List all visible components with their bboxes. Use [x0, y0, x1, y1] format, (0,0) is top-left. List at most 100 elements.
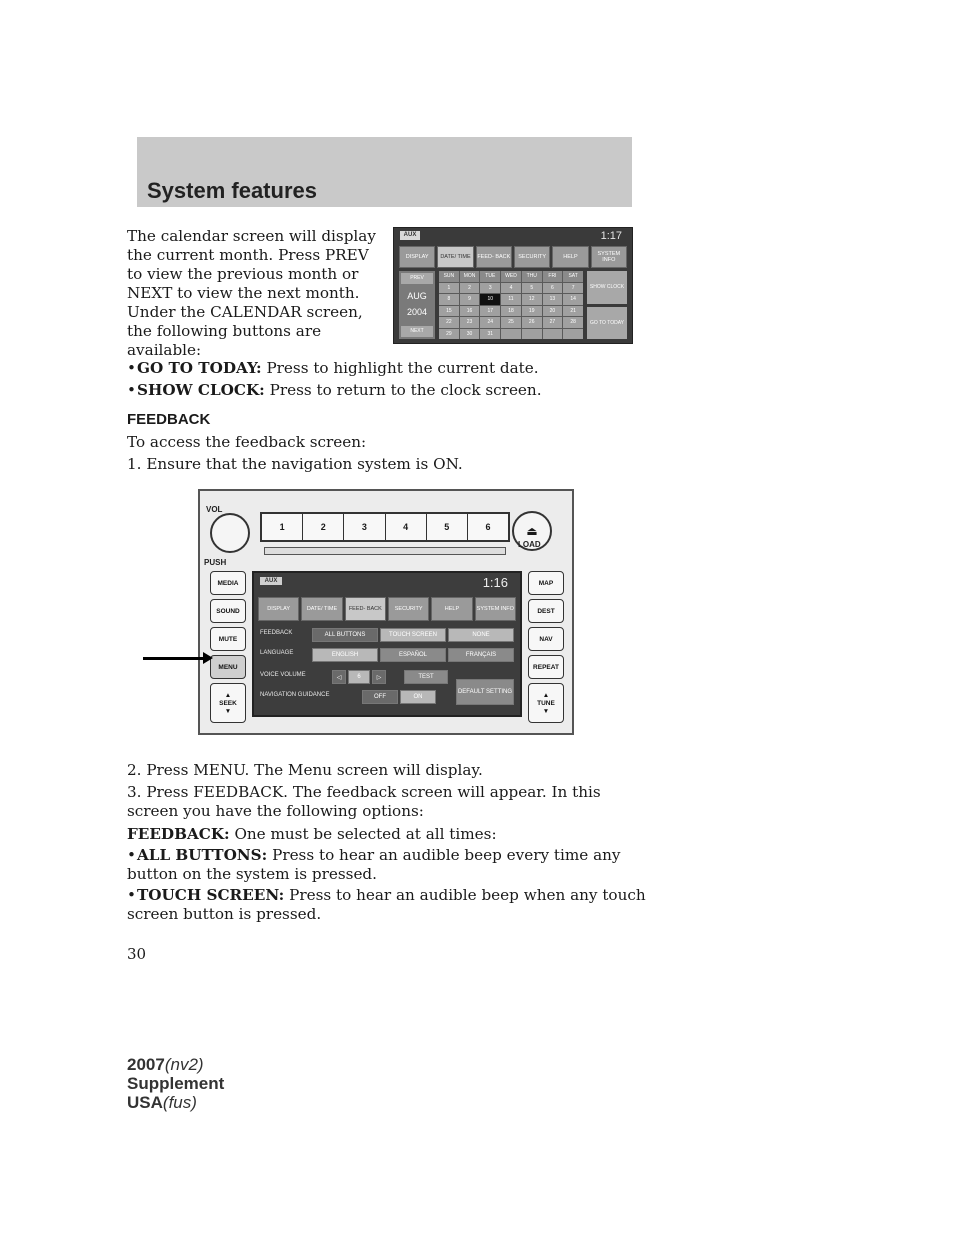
language-label: LANGUAGE [260, 650, 294, 656]
calendar-day[interactable]: 22 [439, 317, 459, 328]
guidance-label: NAVIGATION GUIDANCE [260, 692, 330, 698]
tab-feedback[interactable]: FEED- BACK [344, 597, 386, 621]
calendar-day[interactable] [521, 328, 542, 339]
preset-6-button[interactable]: 6 [466, 514, 508, 540]
footer-line-1: 2007(nv2) [127, 1055, 224, 1074]
calendar-day[interactable] [542, 328, 563, 339]
francais-option[interactable]: FRANÇAIS [448, 648, 514, 662]
preset-5-button[interactable]: 5 [425, 514, 467, 540]
bullet-text: Press to return to the clock screen. [269, 381, 542, 399]
calendar-day[interactable]: 28 [563, 317, 583, 328]
all-buttons-option[interactable]: ALL BUTTONS [312, 628, 378, 642]
english-option[interactable]: ENGLISH [312, 648, 378, 662]
eject-button[interactable]: ⏏ [512, 511, 552, 551]
pointer-arrow [143, 652, 213, 664]
weekday-header: SUN [439, 271, 459, 282]
aux-badge: AUX [400, 231, 420, 240]
default-setting-button[interactable]: DEFAULT SETTING [456, 679, 514, 705]
calendar-day[interactable]: 16 [459, 305, 480, 316]
mute-button[interactable]: MUTE [210, 627, 246, 651]
volume-knob[interactable] [210, 513, 250, 553]
tab-help[interactable]: HELP [552, 246, 589, 268]
tab-help[interactable]: HELP [431, 597, 473, 621]
calendar-day[interactable]: 2 [459, 282, 480, 293]
nav-button[interactable]: NAV [528, 627, 564, 651]
calendar-day-today[interactable]: 10 [480, 294, 501, 305]
show-clock-button[interactable]: SHOW CLOCK [587, 271, 627, 304]
calendar-day[interactable]: 30 [459, 328, 480, 339]
menu-button[interactable]: MENU [210, 655, 246, 679]
preset-4-button[interactable]: 4 [384, 514, 426, 540]
tab-security[interactable]: SECURITY [387, 597, 430, 621]
calendar-day[interactable]: 15 [439, 305, 459, 316]
vol-label: VOL [206, 505, 223, 514]
seek-button[interactable]: ▲ SEEK ▼ [210, 683, 246, 723]
tab-system-info[interactable]: SYSTEM INFO [474, 597, 516, 621]
calendar-day[interactable]: 24 [480, 317, 501, 328]
calendar-day[interactable]: 29 [439, 328, 459, 339]
calendar-day[interactable]: 7 [563, 282, 583, 293]
none-option[interactable]: NONE [448, 628, 514, 642]
calendar-day[interactable]: 8 [439, 294, 459, 305]
calendar-day[interactable]: 9 [459, 294, 480, 305]
tune-button[interactable]: ▲ TUNE ▼ [528, 683, 564, 723]
media-button[interactable]: MEDIA [210, 571, 246, 595]
tab-display[interactable]: DISPLAY [399, 246, 436, 268]
calendar-day[interactable]: 20 [542, 305, 563, 316]
weekday-header: TUE [480, 271, 501, 282]
preset-1-button[interactable]: 1 [279, 522, 285, 532]
calendar-day[interactable]: 27 [542, 317, 563, 328]
month-label: AUG [407, 291, 427, 301]
touch-screen-option[interactable]: TOUCH SCREEN [380, 628, 446, 642]
tab-display[interactable]: DISPLAY [258, 597, 300, 621]
calendar-day[interactable]: 14 [563, 294, 583, 305]
calendar-day[interactable]: 18 [501, 305, 521, 316]
calendar-day[interactable]: 1 [439, 282, 459, 293]
calendar-day[interactable] [501, 328, 521, 339]
guidance-row: NAVIGATION GUIDANCE OFF ON [258, 689, 516, 705]
tab-date-time[interactable]: DATE/ TIME [301, 597, 343, 621]
footer-line-2: Supplement [127, 1074, 225, 1093]
calendar-day[interactable]: 17 [480, 305, 501, 316]
weekday-header: FRI [542, 271, 563, 282]
calendar-day[interactable]: 21 [563, 305, 583, 316]
calendar-day[interactable]: 26 [521, 317, 542, 328]
test-button[interactable]: TEST [404, 670, 448, 684]
tab-system-info[interactable]: SYSTEM INFO [590, 246, 627, 268]
up-arrow-icon: ▲ [542, 691, 550, 699]
next-button[interactable]: NEXT [401, 326, 433, 337]
calendar-day[interactable]: 4 [501, 282, 521, 293]
preset-2-button[interactable]: 2 [302, 514, 343, 540]
repeat-button[interactable]: REPEAT [528, 655, 564, 679]
prev-button[interactable]: PREV [401, 273, 433, 284]
calendar-day[interactable]: 19 [521, 305, 542, 316]
calendar-day[interactable]: 25 [501, 317, 521, 328]
intro-paragraph: The calendar screen will display the cur… [127, 227, 376, 359]
sound-button[interactable]: SOUND [210, 599, 246, 623]
volume-up-button[interactable]: ▷ [372, 670, 386, 684]
calendar-day[interactable] [563, 328, 583, 339]
preset-3-button[interactable]: 3 [343, 514, 384, 540]
espanol-option[interactable]: ESPAÑOL [380, 648, 446, 662]
dest-button[interactable]: DEST [528, 599, 564, 623]
guidance-off-option[interactable]: OFF [362, 690, 398, 704]
down-arrow-icon: ▼ [542, 707, 550, 715]
tab-security[interactable]: SECURITY [513, 246, 551, 268]
footer-region: USA [127, 1093, 163, 1112]
footer-year: 2007 [127, 1055, 165, 1074]
guidance-on-option[interactable]: ON [400, 690, 436, 704]
volume-down-button[interactable]: ◁ [332, 670, 346, 684]
calendar-day[interactable]: 13 [542, 294, 563, 305]
calendar-day[interactable]: 23 [459, 317, 480, 328]
go-to-today-button[interactable]: GO TO TODAY [587, 306, 627, 339]
clock-readout: 1:17 [600, 230, 622, 242]
calendar-day[interactable]: 5 [521, 282, 542, 293]
calendar-day[interactable]: 6 [542, 282, 563, 293]
calendar-day[interactable]: 11 [501, 294, 521, 305]
calendar-day[interactable]: 3 [480, 282, 501, 293]
calendar-day[interactable]: 12 [521, 294, 542, 305]
calendar-day[interactable]: 31 [480, 328, 501, 339]
map-button[interactable]: MAP [528, 571, 564, 595]
tab-date-time[interactable]: DATE/ TIME [437, 246, 474, 268]
tab-feedback[interactable]: FEED- BACK [475, 246, 512, 268]
